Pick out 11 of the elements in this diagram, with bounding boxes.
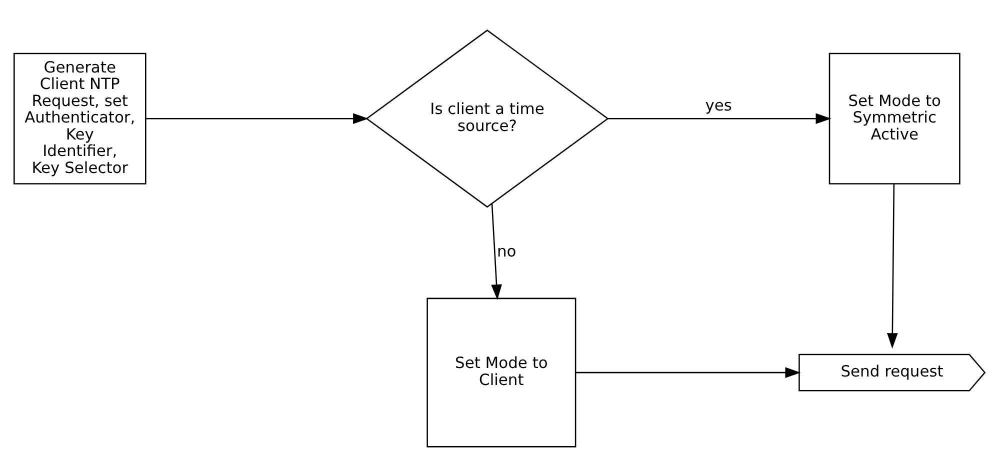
edge-label: no [496, 242, 516, 260]
node-box: Generate Client NTP Request, set Authenticator, Key Identifier, Key Selector [13, 52, 146, 184]
arrow [575, 366, 800, 378]
arrow [607, 112, 831, 124]
arrow [490, 203, 502, 300]
node-diamond: Is client a time source? [365, 29, 608, 208]
node-box: Set Mode to Client [426, 297, 576, 447]
arrow [886, 183, 898, 348]
arrow [145, 112, 368, 124]
node-box: Set Mode to Symmetric Active [828, 52, 960, 184]
edge-label: yes [704, 96, 732, 114]
